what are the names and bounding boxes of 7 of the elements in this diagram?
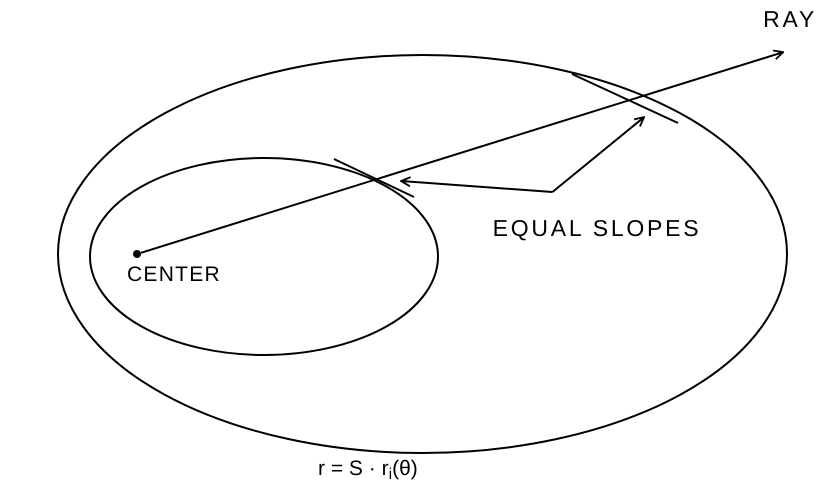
- diagram-label: EQUAL SLOPES: [492, 217, 702, 240]
- formula-label: r = S · r$_{i}$(θ): [318, 458, 418, 479]
- ray-arrow: [140, 50, 784, 254]
- point-label: CENTER: [127, 264, 221, 285]
- diagram-label: RAY: [763, 8, 817, 31]
- leader-arrow: [400, 176, 553, 193]
- leader-arrow: [552, 116, 646, 193]
